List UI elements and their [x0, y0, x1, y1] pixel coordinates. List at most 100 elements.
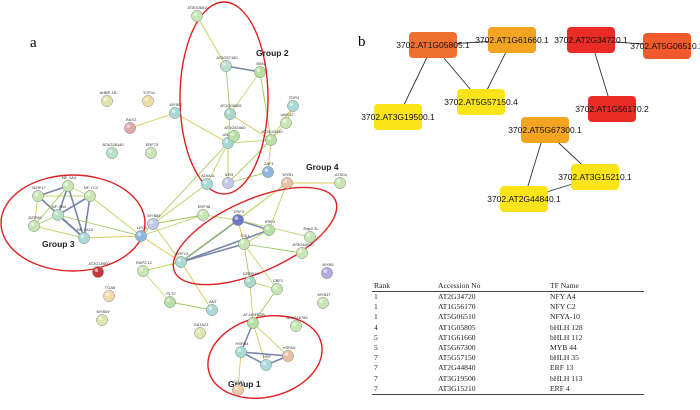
node-circle [244, 276, 256, 288]
node-highlight [246, 278, 251, 283]
node-label: ZAF1 [264, 161, 275, 166]
cell-accession: AT2G34720 [438, 292, 476, 301]
network-a-node: AT5G57150 [216, 55, 238, 72]
network-a-node: Rap2.3L [303, 226, 319, 243]
node-highlight [144, 97, 149, 101]
node-label: NF-YC2 [84, 185, 99, 190]
node-circle [317, 297, 329, 309]
network-a-node: ANT [206, 299, 218, 316]
node-highlight [108, 149, 113, 153]
network-a-edge [142, 270, 171, 303]
network-b-node: 3702.AT3G19500.1 [361, 104, 435, 130]
node-circle [260, 359, 272, 371]
header-accession: Accession No [436, 281, 548, 292]
node-label: AT-HSFB2B [243, 312, 265, 317]
network-a-node: ICE1 [238, 233, 250, 250]
cell-tf-name: bHLH 113 [550, 373, 583, 383]
node-label: MYB37 [317, 292, 331, 297]
network-a-node: UNE12 [280, 112, 294, 129]
node-circle [247, 317, 259, 329]
network-b-node: 3702.AT3G15210.1 [558, 164, 632, 190]
node-label: AT1G61660 [224, 125, 246, 130]
node-label: TGA6 [105, 285, 116, 290]
network-a-edge [152, 223, 182, 263]
node-circle [206, 304, 218, 316]
node-highlight [289, 102, 294, 106]
node-label: ATAA11 [201, 173, 216, 178]
node-circle [235, 346, 247, 358]
network-a-edge [152, 183, 208, 225]
node-label: AT5G57150 [216, 55, 238, 60]
cell-tf-name: bHLH 35 [550, 353, 579, 363]
network-a-edge [227, 139, 272, 184]
network-a-edge [196, 15, 227, 67]
network-b-node-box [409, 32, 457, 58]
node-circle [135, 230, 147, 242]
network-a-edge [229, 71, 261, 115]
node-highlight [54, 211, 59, 215]
network-a-edge [237, 351, 242, 391]
node-highlight [171, 109, 176, 113]
network-b-node-label: 3702.AT5G67300.1 [508, 125, 582, 135]
network-a-node: HSFB4 [235, 341, 249, 358]
network-a-node: AT5Gx [334, 172, 347, 189]
node-circle [232, 384, 244, 396]
cell-rank: 7 [374, 373, 378, 383]
node-circle [28, 220, 40, 232]
cell-tf-name: bHLH 128 [550, 322, 583, 332]
network-a-node: AT2G43140 [261, 129, 283, 146]
node-circle [304, 231, 316, 243]
node-highlight [323, 269, 328, 274]
node-label: AT5Gx [335, 172, 347, 177]
network-a-edge [243, 243, 251, 283]
node-label: MYB1 [283, 172, 295, 177]
node-highlight [284, 352, 289, 357]
node-highlight [319, 299, 324, 304]
network-b-node-box [571, 164, 619, 190]
network-a-edge [259, 71, 272, 141]
network-a-edge [129, 112, 176, 129]
network-b-node: 3702.AT5G06510.2 [630, 33, 700, 59]
node-circle [238, 238, 250, 250]
node-highlight [265, 226, 270, 230]
network-a-node: DREB1A [243, 271, 259, 288]
node-highlight [64, 182, 69, 186]
node-label: UNE12 [281, 112, 295, 117]
node-label: NF-YA10 [77, 227, 94, 232]
node-highlight [94, 268, 99, 273]
node-highlight [30, 222, 35, 226]
node-highlight [262, 361, 267, 366]
node-circle [271, 283, 283, 295]
network-b-node: 3702.AT1G61660.1 [475, 27, 549, 53]
network-a-node: LEC2 [135, 225, 148, 242]
node-highlight [264, 168, 269, 172]
node-label: CGA1 [234, 379, 246, 384]
node-label: AT4G28140 [102, 142, 124, 147]
network-b-node: 3702.AT5G67300.1 [508, 117, 582, 143]
node-circle [145, 147, 157, 159]
cell-rank: 4 [374, 322, 378, 332]
network-a-node: RAX2 [124, 117, 137, 134]
node-highlight [234, 216, 239, 220]
node-circle [262, 166, 274, 178]
network-b-node-label: 3702.AT1G61660.1 [475, 35, 549, 45]
cell-accession: AT5G06510 [438, 312, 476, 322]
network-a-node: AHBP-1B [99, 90, 117, 107]
node-circle [197, 209, 209, 221]
network-b-node: 3702.AT1G05805.1 [396, 32, 470, 58]
node-label: ERF13 [176, 251, 189, 256]
header-tf-name: TF Name [548, 281, 644, 292]
node-circle [282, 350, 294, 362]
node-highlight [147, 149, 152, 153]
network-a-node: TDR1 [287, 95, 300, 112]
cell-rank: 1 [374, 312, 378, 322]
node-label: ERF73 [146, 142, 159, 147]
node-label: AT5G06510 [187, 5, 209, 10]
node-circle [290, 320, 302, 332]
cell-rank: 7 [374, 353, 378, 363]
network-a-edge [57, 195, 91, 216]
